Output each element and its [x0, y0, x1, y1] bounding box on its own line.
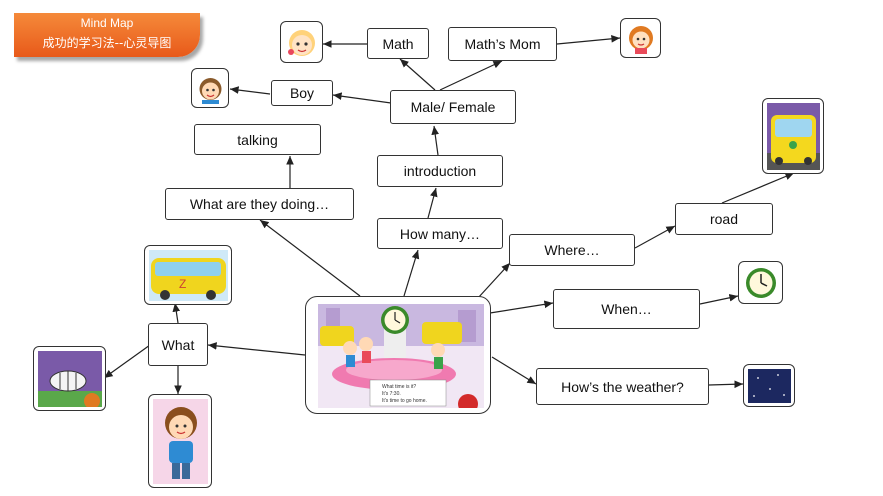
banner-subtitle: 成功的学习法--心灵导图	[42, 36, 172, 50]
edge-boy-pic	[229, 86, 271, 95]
banner-background	[14, 13, 200, 57]
node-maths-mom[interactable]: Math’s Mom	[448, 27, 557, 61]
node-road[interactable]: road	[675, 203, 773, 235]
bus-image: Z	[144, 245, 232, 305]
yellow-bus-image	[762, 98, 824, 174]
edge-when-clock	[699, 294, 739, 305]
node-talking[interactable]: talking	[194, 124, 321, 155]
math-girl-image	[280, 21, 323, 63]
edge-center-how-many	[403, 249, 420, 297]
node-introduction[interactable]: introduction	[377, 155, 503, 187]
edge-male-math	[399, 58, 436, 91]
svg-text:Z: Z	[179, 277, 186, 291]
central-caption-3: It's time to go home.	[382, 398, 427, 404]
edge-center-what	[207, 342, 306, 356]
edge-center-when	[489, 300, 554, 314]
edge-center-what-doing	[259, 219, 361, 297]
central-caption-2: It's 7:30.	[382, 391, 401, 397]
banner-title: Mind Map	[80, 16, 134, 30]
node-what-are-they-doing[interactable]: What are they doing…	[165, 188, 354, 220]
node-boy[interactable]: Boy	[271, 80, 333, 106]
node-hows-the-weather[interactable]: How’s the weather?	[536, 368, 709, 405]
zebra-image	[33, 346, 106, 411]
night-sky-image	[743, 364, 795, 407]
central-caption-1: What time is it?	[382, 384, 416, 390]
central-image: What time is it? It's 7:30. It's time to…	[305, 296, 491, 414]
edge-where-road	[634, 225, 676, 249]
node-when[interactable]: When…	[553, 289, 700, 329]
mind-map-banner: Mind Map 成功的学习法--心灵导图	[14, 13, 204, 59]
node-math[interactable]: Math	[367, 28, 429, 59]
edge-howmany-intro	[427, 187, 438, 219]
maths-mom-image	[620, 18, 661, 58]
boy-face-image	[191, 68, 229, 108]
edge-weather-night	[708, 380, 744, 389]
node-what[interactable]: What	[148, 323, 208, 366]
clock-image	[738, 261, 783, 304]
edge-center-where	[477, 262, 511, 299]
edge-center-weather	[491, 356, 537, 385]
boy-character-image	[148, 394, 212, 488]
edge-male-boy	[332, 92, 392, 104]
node-how-many[interactable]: How many…	[377, 218, 503, 249]
edge-road-bus	[721, 172, 795, 204]
node-where[interactable]: Where…	[509, 234, 635, 266]
edge-male-mom	[439, 60, 503, 91]
edge-what-zebra	[103, 344, 151, 379]
edge-intro-male	[431, 125, 439, 156]
edge-mom-pic	[556, 34, 621, 45]
edge-what-bus	[172, 302, 181, 324]
node-male-female[interactable]: Male/ Female	[390, 90, 516, 124]
